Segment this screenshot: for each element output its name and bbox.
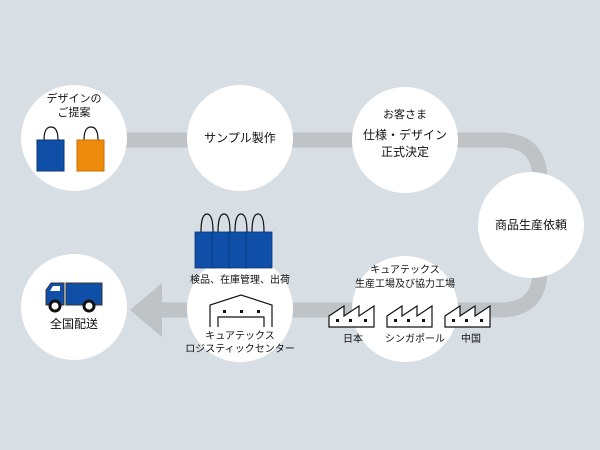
factory-singapore: シンガポール [385, 334, 445, 345]
approval-line2: 仕様・デザイン [362, 128, 447, 142]
step-order [478, 172, 584, 278]
logistics-inspect: 検品、在庫管理、出荷 [190, 275, 290, 286]
sample-label: サンプル製作 [204, 131, 276, 145]
factory-line1: キュアテックス [370, 265, 440, 276]
step-approval [352, 87, 458, 193]
delivery-label: 全国配送 [49, 317, 98, 331]
factory-china: 中国 [461, 334, 481, 345]
bag-icons [36, 126, 105, 172]
approval-line1: お客さま [383, 108, 427, 121]
step-sample [187, 85, 293, 191]
factory-line2: 生産工場及び協力工場 [355, 279, 455, 290]
truck-icon [45, 282, 103, 313]
approval-line3: 正式決定 [380, 145, 429, 159]
logistics-line2: ロジスティックセンター [185, 344, 295, 355]
logistics-line1: キュアテックス [205, 331, 275, 342]
arrow-head-icon [130, 283, 162, 337]
factory-japan: 日本 [343, 334, 363, 345]
factory-icons [328, 304, 491, 328]
proposal-line1: デザインの [46, 92, 102, 105]
step-delivery [21, 254, 127, 360]
step-proposal [21, 85, 127, 191]
blue-bags-icon [194, 213, 273, 269]
warehouse-icon [209, 294, 273, 327]
order-label: 商品生産依頼 [494, 218, 567, 232]
proposal-line2: ご提案 [57, 106, 91, 119]
